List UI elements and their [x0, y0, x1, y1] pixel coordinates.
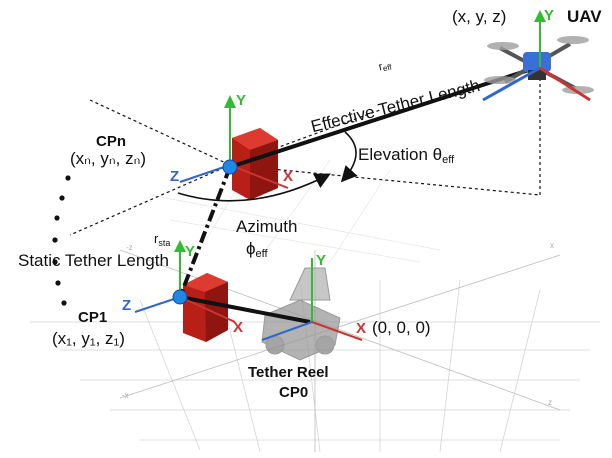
cpn-coords: (xₙ, yₙ, zₙ)	[70, 149, 146, 168]
svg-text:rsta: rsta	[154, 231, 170, 248]
azimuth-symbol: ϕ	[246, 239, 256, 258]
cpn-x-label: X	[283, 168, 293, 185]
grid-tick-x: x	[550, 241, 554, 250]
cpn-axes	[179, 95, 289, 189]
azimuth-arc	[177, 173, 331, 202]
grid-tick-z: z	[548, 398, 552, 407]
elevation-label: Elevation	[358, 145, 428, 164]
grid-tick-minus-x: -x	[122, 391, 129, 400]
azimuth-label: Azimuth	[236, 217, 297, 236]
origin-coords: (0, 0, 0)	[372, 318, 431, 337]
origin-x-label: X	[356, 320, 366, 337]
origin-y-label: Y	[316, 252, 326, 269]
cp1-y-label: Y	[185, 243, 195, 260]
static-symbol: r	[154, 231, 159, 246]
reel-tether-line	[179, 295, 311, 324]
effective-tether-line	[229, 66, 536, 169]
svg-text:Elevation θeff: Elevation θeff	[358, 145, 455, 166]
reel-label: Tether Reel	[248, 364, 329, 381]
cp1-marker	[172, 289, 188, 305]
elevation-subscript: eff	[442, 154, 455, 166]
azimuth-subscript: eff	[256, 248, 269, 260]
uav-y-label: Y	[544, 7, 554, 24]
cp1-label: CP1	[78, 309, 107, 326]
cp1-z-label: Z	[122, 297, 131, 314]
elevation-arc	[340, 131, 358, 183]
cp1-coords: (x₁, y₁, z₁)	[52, 329, 125, 348]
static-subscript: sta	[158, 238, 170, 248]
cpn-y-label: Y	[236, 92, 246, 109]
effective-subscript: eff	[382, 62, 393, 73]
reel-sublabel: CP0	[279, 384, 308, 401]
cpn-z-label: Z	[170, 168, 179, 185]
svg-text:reff: reff	[377, 58, 393, 74]
cpn-marker	[222, 159, 238, 175]
static-tether-dots	[52, 175, 71, 306]
uav-axes	[482, 10, 591, 102]
effective-symbol: r	[377, 61, 384, 74]
svg-text:ϕeff: ϕeff	[246, 239, 269, 260]
uav-label: UAV	[567, 7, 602, 26]
static-tether-line	[178, 166, 232, 298]
effective-tether-label: Effective Tether Length	[309, 76, 482, 136]
uav-coords: (x, y, z)	[452, 7, 506, 26]
grid-tick-minus-z: -z	[126, 243, 133, 252]
cp1-x-label: X	[233, 319, 243, 336]
cp1-axes	[134, 240, 236, 323]
cpn-label: CPn	[96, 133, 126, 150]
static-tether-label: Static Tether Length	[18, 251, 169, 270]
origin-axes	[261, 258, 363, 341]
elevation-symbol: θ	[433, 145, 442, 164]
